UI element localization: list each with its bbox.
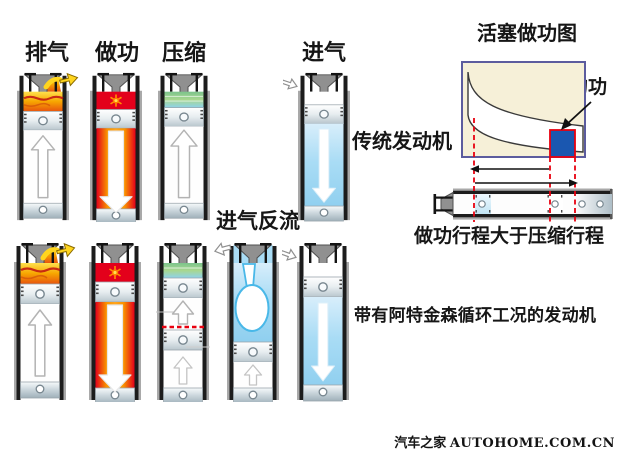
piston-work-diagram (433, 61, 613, 222)
exhaust-cylinder-bottom-row (13, 242, 83, 402)
power-cylinder-top-row (89, 72, 143, 222)
compression-stroke-arrow (470, 165, 549, 173)
label-traditional-engine: 传统发动机 (352, 131, 452, 153)
atkinson-compression-cylinder (156, 242, 210, 402)
exhaust-cylinder-top-row (16, 72, 86, 222)
label-exhaust-stroke: 排气 (25, 40, 70, 65)
extra-work-area (549, 129, 576, 158)
intake-cylinder-top-row (283, 72, 351, 222)
chart-title: 活塞做功图 (477, 23, 577, 45)
power-cylinder-bottom-row (88, 242, 142, 402)
extra-work-arrow (565, 101, 592, 126)
label-atkinson-engine: 带有阿特金森循环工况的发动机 (354, 306, 597, 325)
compression-cylinder-top-row (157, 72, 211, 222)
label-power-stroke: 做功 (95, 40, 140, 65)
intake-cylinder-bottom-row (282, 242, 350, 402)
label-intake-stroke: 进气 (302, 40, 347, 65)
intake-backflow-cylinder (212, 242, 280, 402)
watermark-site-name: 汽车之家 (394, 435, 447, 450)
label-stroke-comparison: 做功行程大于压缩行程 (414, 226, 605, 247)
power-stroke-arrow (475, 179, 578, 187)
label-intake-backflow: 进气反流 (216, 210, 300, 233)
watermark: 汽车之家 AUTOHOME.COM.CN (394, 432, 615, 451)
label-compression-stroke: 压缩 (162, 40, 207, 65)
horizontal-cylinder (433, 188, 613, 220)
watermark-site-domain: AUTOHOME.COM.CN (449, 436, 615, 451)
